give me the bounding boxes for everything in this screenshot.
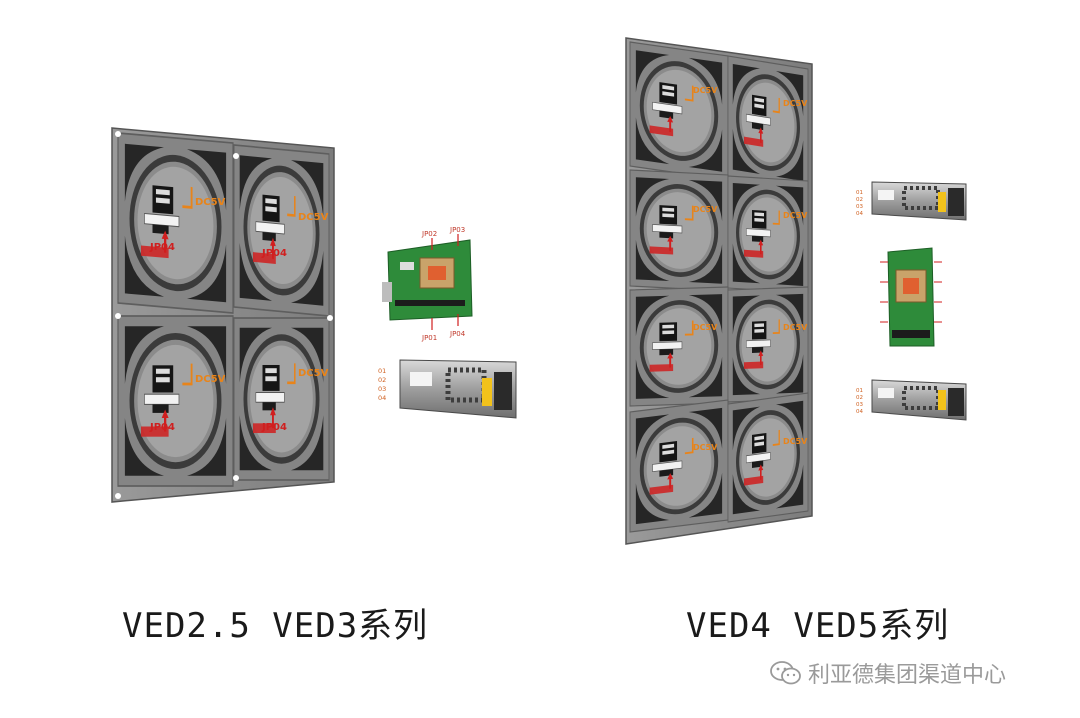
watermark-text: 利亚德集团渠道中心 xyxy=(808,663,1007,688)
right-power-supply-top xyxy=(871,181,967,221)
psu-label-03: 03 xyxy=(856,402,863,408)
caption-right-series: VED4 VED5系列 xyxy=(686,606,950,646)
module-label-dc5v: DC5V xyxy=(693,443,718,452)
module-label-jp04: JP04 xyxy=(261,422,287,433)
left-cabinet xyxy=(111,127,335,503)
caption-left-series: VED2.5 VED3系列 xyxy=(122,606,429,646)
psu-label-04: 04 xyxy=(856,409,863,415)
psu-label-03: 03 xyxy=(856,204,863,210)
right-power-supply-bottom xyxy=(871,379,967,421)
module-label-dc5v: DC5V xyxy=(693,323,718,332)
right-cabinet xyxy=(625,37,813,545)
module-label-jp04: JP04 xyxy=(149,242,175,253)
controller-label-jp04: JP04 xyxy=(449,330,466,338)
module-label-jp04: JP04 xyxy=(261,248,287,259)
left-power-supply xyxy=(399,359,517,419)
left-controller-board xyxy=(382,234,473,330)
module-label-dc5v: DC5V xyxy=(783,211,808,220)
right-module-labels: DC5V DC5V DC5V DC5V DC5V DC5V DC5V DC5V xyxy=(693,86,808,452)
left-module-labels: DC5V JP04 DC5V JP04 DC5V JP04 DC5V JP04 xyxy=(149,197,329,433)
watermark: 利亚德集团渠道中心 xyxy=(770,656,1006,690)
module-label-dc5v: DC5V xyxy=(298,368,329,379)
psu-label-02: 02 xyxy=(856,197,863,203)
controller-label-jp02: JP02 xyxy=(421,230,437,238)
psu-label-02: 02 xyxy=(856,395,863,401)
psu-label-04: 04 xyxy=(856,211,863,217)
module-label-dc5v: DC5V xyxy=(298,212,329,223)
psu-label-01: 01 xyxy=(378,367,386,375)
controller-label-jp03: JP03 xyxy=(449,226,465,234)
psu-label-01: 01 xyxy=(856,190,863,196)
module-label-dc5v: DC5V xyxy=(195,374,226,385)
module-label-dc5v: DC5V xyxy=(195,197,226,208)
module-label-dc5v: DC5V xyxy=(693,86,718,95)
module-label-dc5v: DC5V xyxy=(693,205,718,214)
psu-label-02: 02 xyxy=(378,376,386,384)
module-label-jp04: JP04 xyxy=(149,422,175,433)
right-controller-board xyxy=(880,247,942,347)
psu-label-03: 03 xyxy=(378,385,386,393)
controller-label-jp01: JP01 xyxy=(421,334,437,342)
module-label-dc5v: DC5V xyxy=(783,323,808,332)
wechat-icon xyxy=(770,661,801,685)
psu-label-01: 01 xyxy=(856,388,863,394)
module-label-dc5v: DC5V xyxy=(783,99,808,108)
psu-label-04: 04 xyxy=(378,394,386,402)
module-label-dc5v: DC5V xyxy=(783,437,808,446)
